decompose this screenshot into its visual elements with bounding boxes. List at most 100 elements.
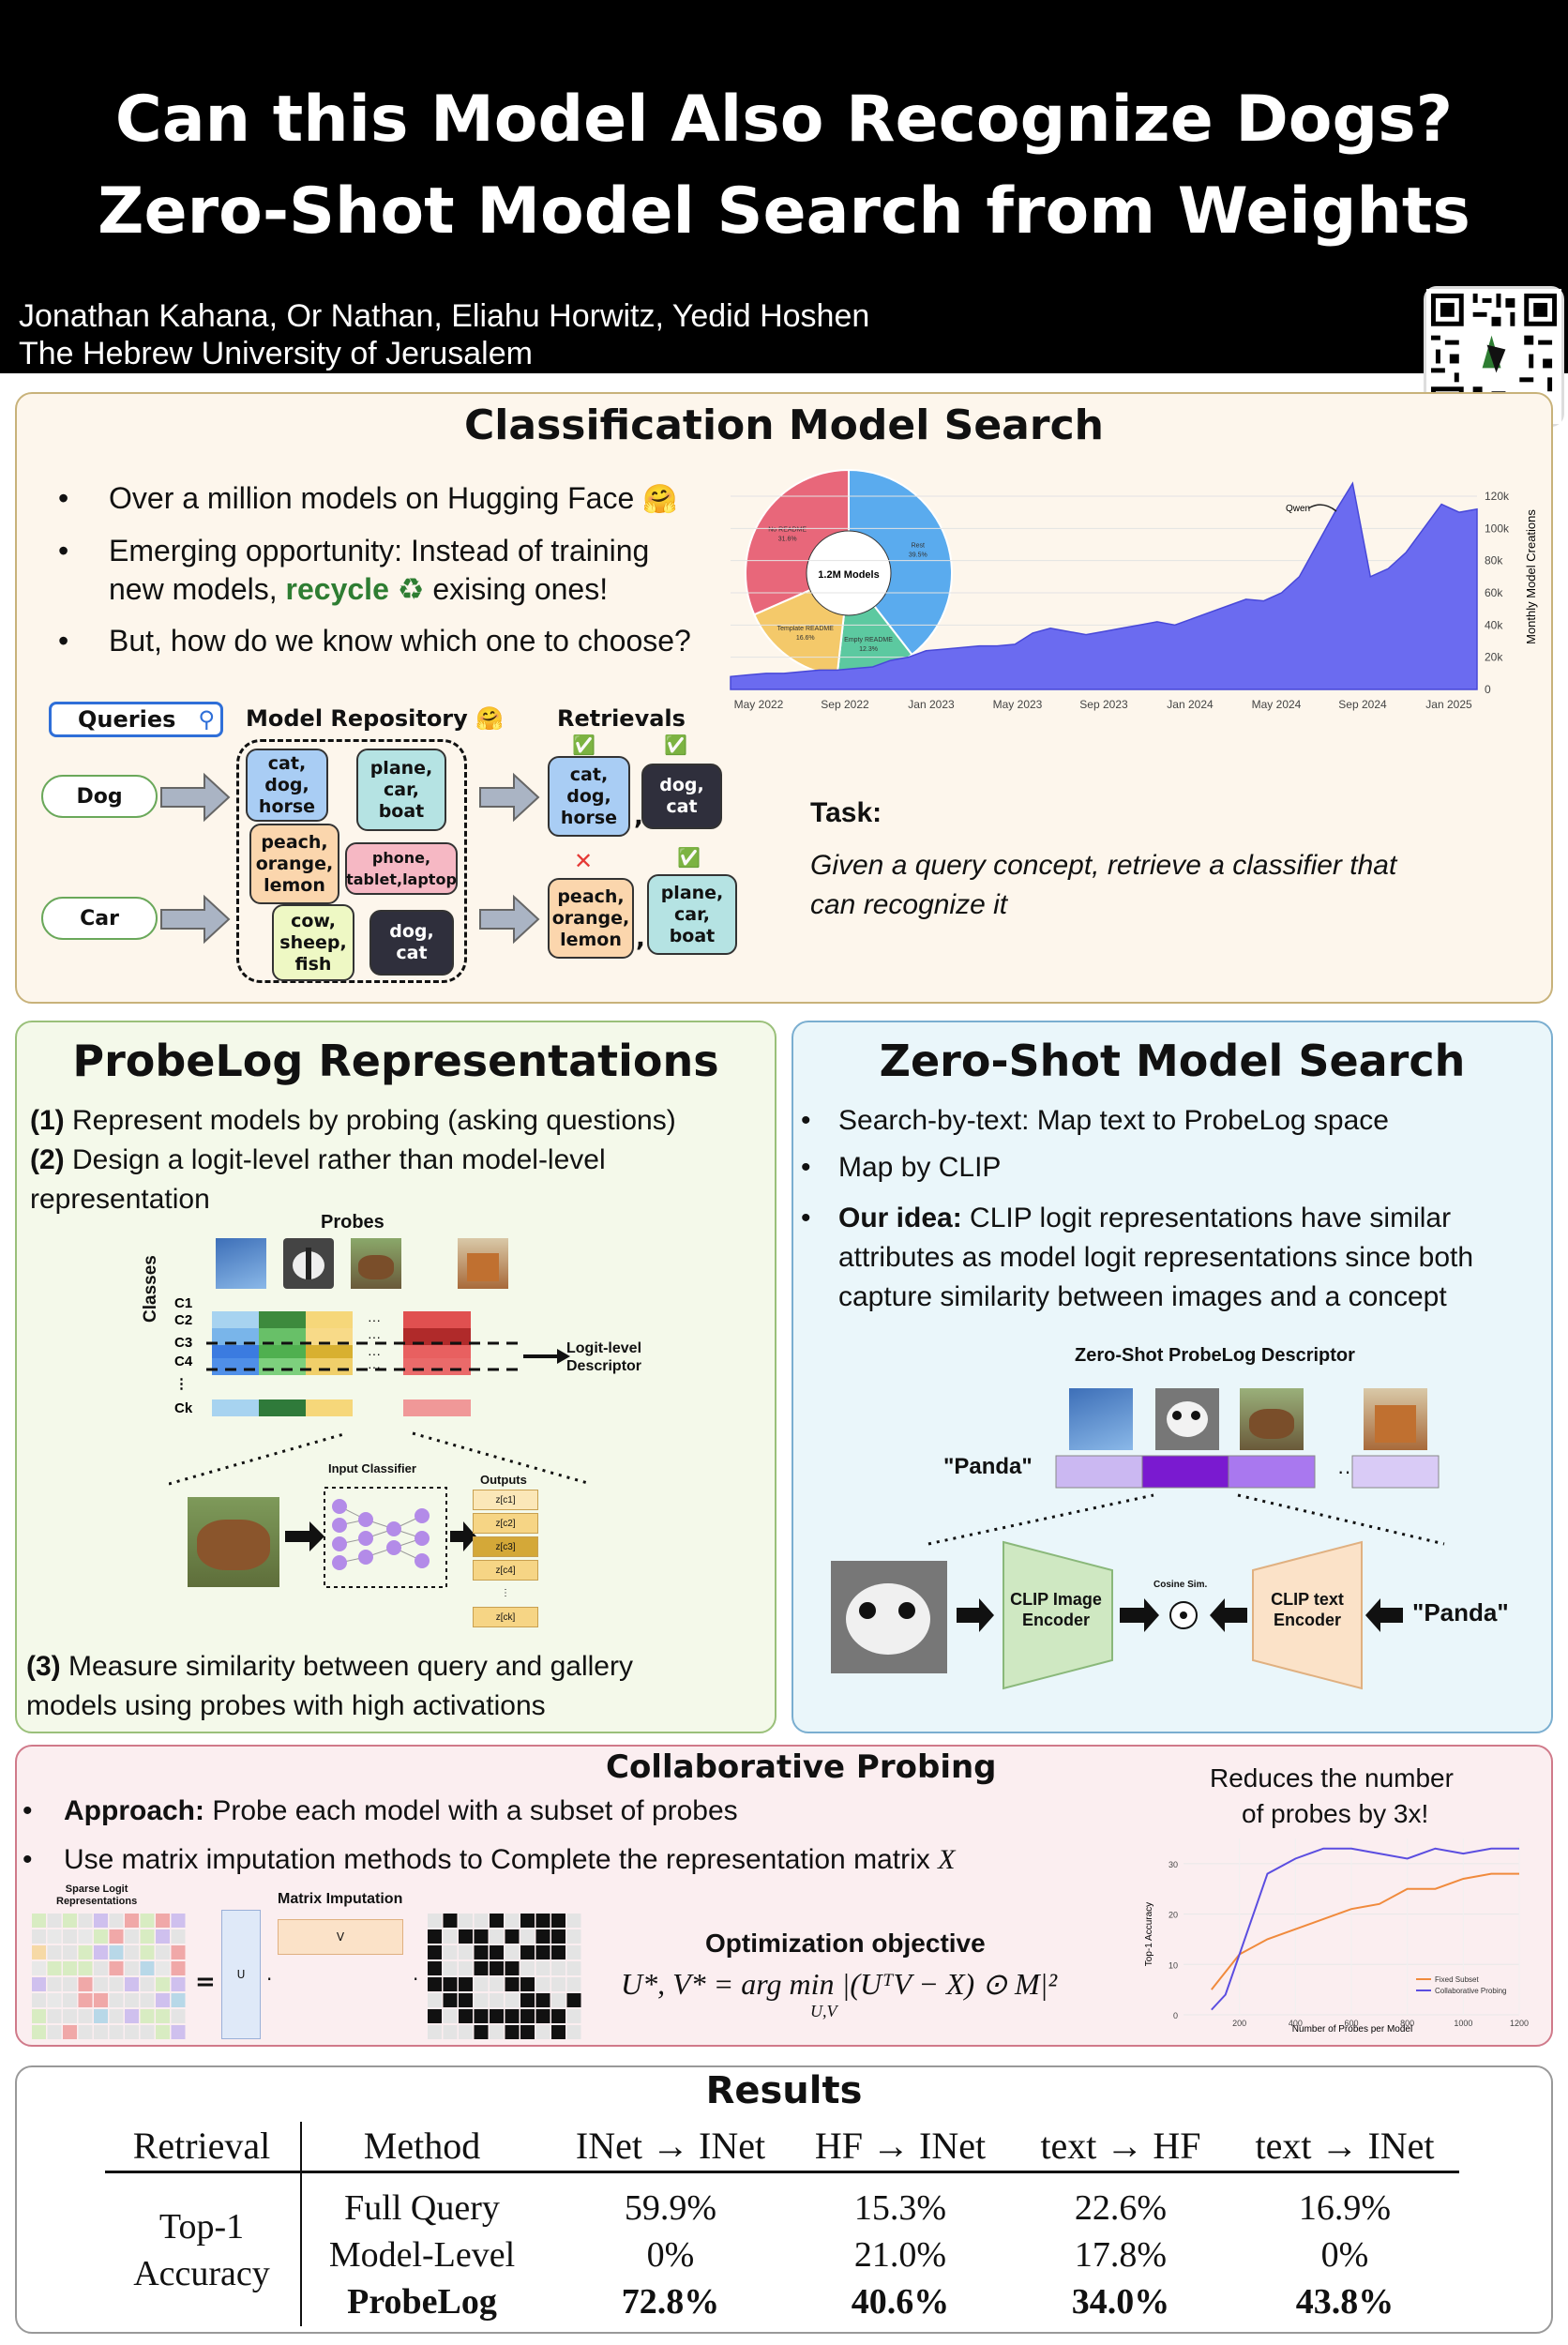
queries-search-bar[interactable]: Queries ⚲ (49, 702, 223, 737)
ellipsis-glyph: ··· (368, 1359, 381, 1374)
repo-model-plane-car-boat[interactable]: plane, car, boat (356, 749, 446, 831)
mask-cell (520, 2025, 535, 2039)
query-car[interactable]: Car (41, 897, 158, 940)
repo-model-phone-tablet-laptop[interactable]: phone, tablet,laptop (345, 842, 458, 895)
sparse-cell (32, 1914, 46, 1928)
model-repository (236, 739, 467, 983)
mask-cell (490, 1961, 504, 1975)
class-row-label: Ck (174, 1400, 193, 1416)
output-cell: z[ck] (473, 1607, 538, 1627)
sparse-cell (156, 1961, 170, 1975)
mask-cell (474, 1961, 489, 1975)
sparse-cell (125, 1929, 139, 1944)
query-dog[interactable]: Dog (41, 775, 158, 818)
sparse-cell (94, 1961, 108, 1975)
sparse-cell (125, 2009, 139, 2023)
mask-cell (505, 1993, 520, 2007)
mask-cell (505, 2025, 520, 2039)
repo-model-cat-dog-horse[interactable]: cat, dog, horse (246, 749, 328, 822)
sparse-cell (63, 1961, 77, 1975)
sparse-cell (32, 1945, 46, 1959)
zs-probe-sky (1069, 1388, 1133, 1450)
mask-cell (459, 2009, 473, 2023)
sparse-cell (140, 1961, 155, 1975)
clip-text-encoder: CLIP text Encoder (1271, 1590, 1344, 1629)
area-xtick: Sep 2024 (1338, 698, 1387, 711)
sparse-cell (171, 1914, 186, 1928)
mask-cell (474, 2025, 489, 2039)
collab-title: Collaborative Probing (606, 1748, 997, 1786)
sparse-cell (171, 2025, 186, 2039)
sparse-cell (32, 2009, 46, 2023)
clip-image-encoder: CLIP Image Encoder (1010, 1590, 1102, 1629)
sparse-cell (156, 1929, 170, 1944)
hugging-face-icon: 🤗 (475, 705, 505, 732)
logit-cell (306, 1345, 353, 1362)
area-xtick: May 2023 (993, 698, 1043, 711)
mask-cell (443, 1929, 458, 1944)
logit-cell (259, 1399, 306, 1416)
repo-model-dog-cat[interactable]: dog, cat (369, 910, 454, 976)
sparse-cell (63, 1993, 77, 2007)
mask-cell (505, 1945, 520, 1959)
check-icon: ✅ (677, 846, 701, 869)
repo-model-cow-sheep-fish[interactable]: cow, sheep, fish (272, 904, 354, 981)
retrieval-plane-car-boat[interactable]: plane, car, boat (647, 874, 737, 955)
sparse-cell (47, 2025, 62, 2039)
sparse-cell (94, 1929, 108, 1944)
logit-cell (403, 1311, 471, 1328)
qwen-arrow (1307, 504, 1337, 512)
zoom-lines (169, 1431, 592, 1486)
probe-chart-xtick: 800 (1400, 2019, 1414, 2028)
sparse-cell (140, 2009, 155, 2023)
area-xtick: Sep 2022 (821, 698, 869, 711)
repo-model-peach-orange-lemon[interactable]: peach, orange, lemon (249, 824, 339, 904)
probelog-point-1: (1) Represent models by probing (asking … (30, 1105, 676, 1136)
zeroshot-bullet-3-cont-1: attributes as model logit representation… (838, 1242, 1474, 1273)
sparse-cell (78, 1977, 93, 1991)
mask-cell (459, 1961, 473, 1975)
sparse-label: Sparse Logit Representations (56, 1884, 138, 1907)
outputs-column: z[c1]z[c2]z[c3]z[c4]⋮z[ck] (473, 1490, 538, 1630)
sparse-cell (109, 1961, 124, 1975)
logit-cell (212, 1358, 259, 1375)
probes-label: Probes (321, 1212, 384, 1233)
sparse-cell (78, 2025, 93, 2039)
zeroshot-bullet-1: •Search-by-text: Map text to ProbeLog sp… (801, 1105, 1389, 1136)
mask-cell (428, 1929, 442, 1944)
retrieval-peach-orange-lemon[interactable]: peach, orange, lemon (548, 878, 634, 959)
output-cell: z[c1] (473, 1490, 538, 1510)
sparse-cell (109, 1993, 124, 2007)
mask-cell (490, 1929, 504, 1944)
probe-chart-ytick: 30 (1168, 1860, 1178, 1869)
logit-cell (212, 1311, 259, 1328)
sparse-cell (63, 1977, 77, 1991)
mask-cell (490, 1993, 504, 2007)
probe-chart-xtick: 400 (1289, 2019, 1303, 2028)
mask-cell (566, 1961, 581, 1975)
sparse-cell (63, 1945, 77, 1959)
area-xtick: May 2022 (734, 698, 784, 711)
results-value-cell: 43.8% (1295, 2282, 1395, 2322)
sparse-cell (171, 1929, 186, 1944)
results-value-cell: 21.0% (853, 2235, 947, 2275)
zs-probe-panda (1155, 1388, 1219, 1450)
results-value-cell: 0% (646, 2235, 695, 2275)
results-value-cell: 59.9% (624, 2188, 717, 2228)
mask-cell (535, 1961, 550, 1975)
logit-cell (306, 1311, 353, 1328)
bullet-1: •Over a million models on Hugging Face 🤗 (58, 481, 678, 515)
mask-cell (566, 2025, 581, 2039)
mask-cell (520, 1914, 535, 1928)
mask-cell (474, 2009, 489, 2023)
mask-cell (551, 1977, 565, 1991)
sparse-cell (171, 1945, 186, 1959)
area-ytick: 0 (1485, 683, 1491, 696)
sparse-cell (140, 1945, 155, 1959)
retrieval-dog-cat[interactable]: dog, cat (641, 764, 722, 829)
pie-center-label: 1.2M Models (818, 569, 879, 581)
logit-cell (212, 1328, 259, 1345)
results-value-cell: 16.9% (1298, 2188, 1392, 2228)
probe-chart-ytick: 0 (1173, 2011, 1178, 2020)
retrieval-cat-dog-horse[interactable]: cat, dog, horse (548, 756, 630, 837)
